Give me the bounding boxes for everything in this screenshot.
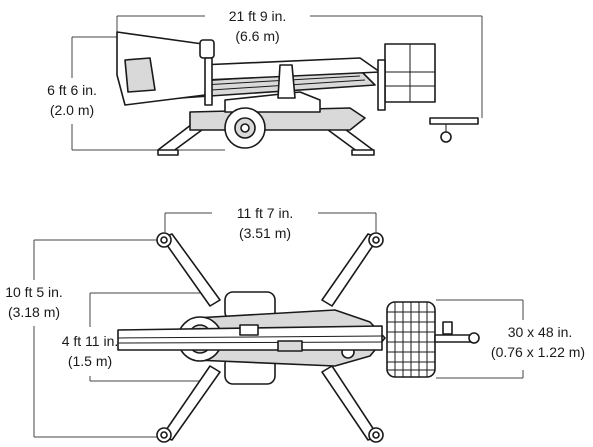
side-height-dimension xyxy=(71,36,225,151)
stowed-width-metric: (1.5 m) xyxy=(67,353,113,369)
tow-hitch xyxy=(429,117,479,125)
outrigger-width-label: 10 ft 5 in. xyxy=(5,284,63,300)
overall-length-label: 21 ft 9 in. xyxy=(228,8,287,24)
top-platform-basket xyxy=(386,301,436,378)
stowed-width-dimension xyxy=(89,292,200,382)
top-boom xyxy=(117,325,383,351)
outrigger-legs xyxy=(156,232,384,443)
stowed-height-metric: (2.0 m) xyxy=(49,102,95,118)
overall-length-metric: (6.6 m) xyxy=(235,28,280,44)
stowed-height-label: 6 ft 6 in. xyxy=(47,82,97,98)
outrigger-spread-metric: (3.51 m) xyxy=(238,225,292,241)
stowed-width-label: 4 ft 11 in. xyxy=(61,333,119,349)
outrigger-width-metric: (3.18 m) xyxy=(7,304,61,320)
outrigger-spread-label: 11 ft 7 in. xyxy=(236,205,294,221)
top-tow-bar xyxy=(434,334,471,343)
outrigger-spread-dimension xyxy=(164,212,377,232)
side-length-dimension xyxy=(116,15,483,118)
platform-size-label: 30 x 48 in. xyxy=(507,324,573,340)
side-platform-basket xyxy=(377,43,436,111)
outrigger-width-dimension xyxy=(33,239,160,438)
platform-size-dimension xyxy=(436,299,524,379)
platform-size-metric: (0.76 x 1.22 m) xyxy=(490,344,586,360)
side-view-lift xyxy=(71,15,483,156)
top-view-lift xyxy=(33,212,524,443)
